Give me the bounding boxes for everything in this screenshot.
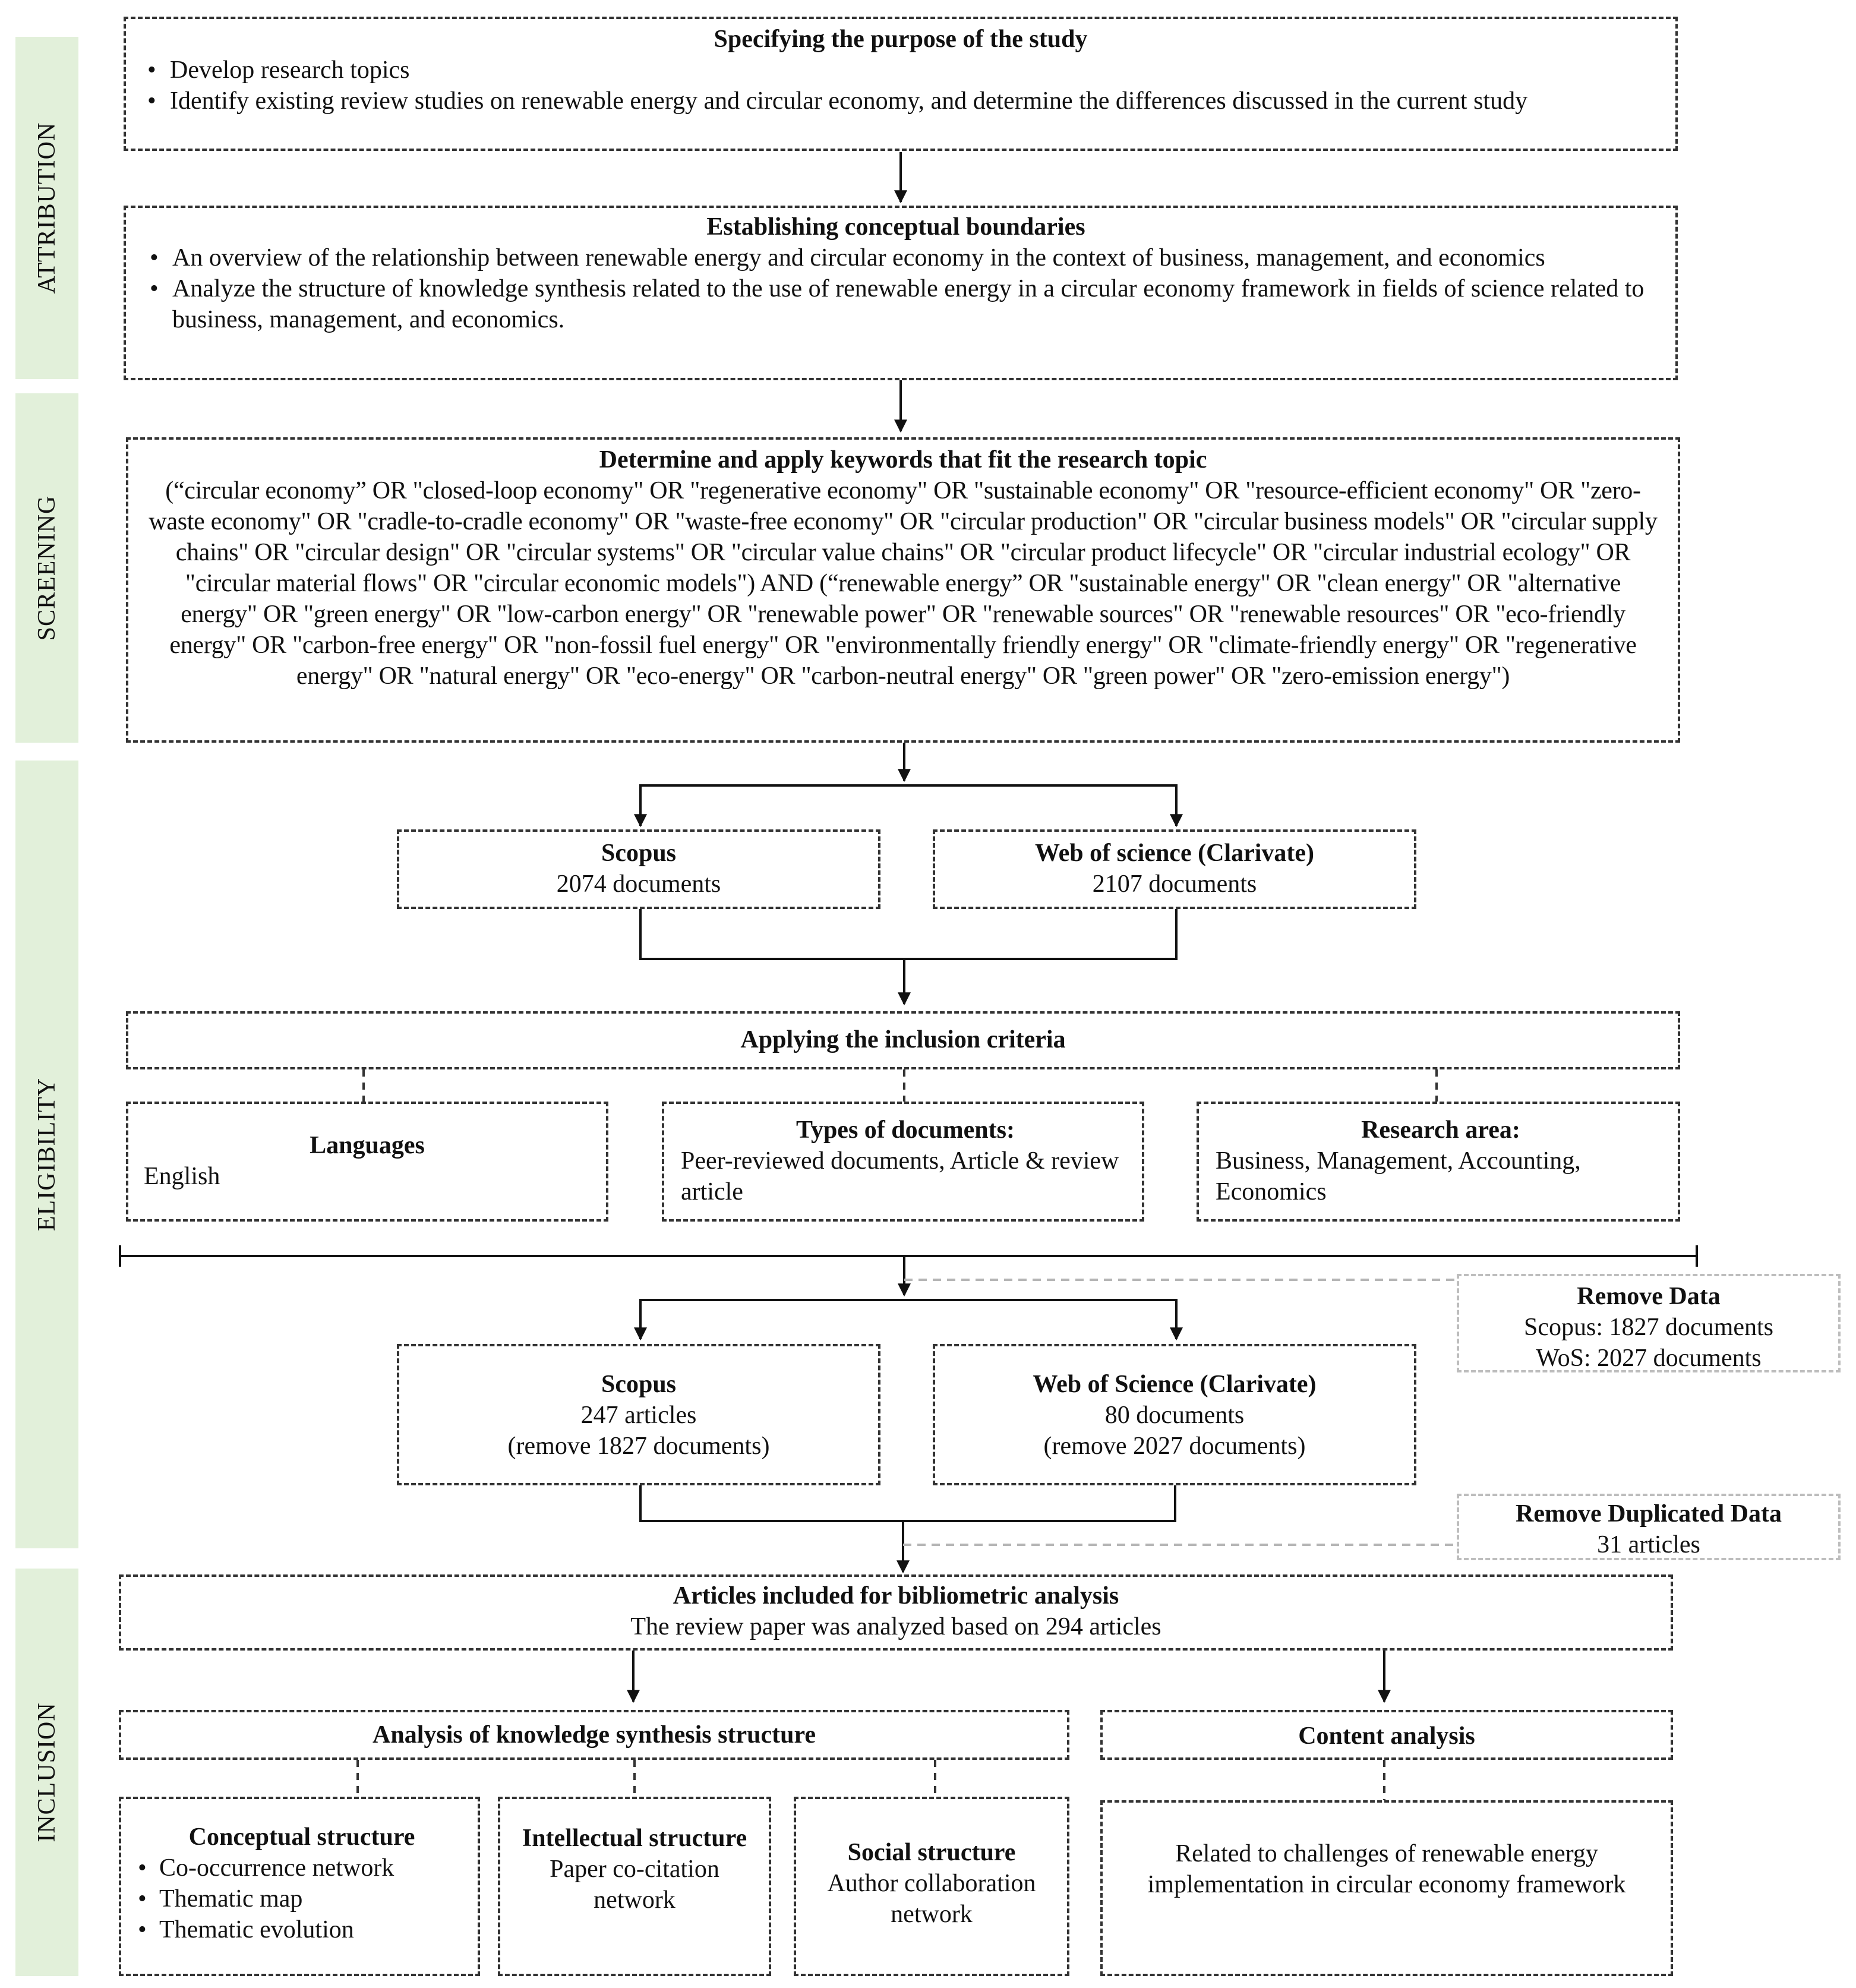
scopus-filtered-count: 247 articles <box>580 1402 697 1429</box>
inclusion-criteria-title: Applying the inclusion criteria <box>740 1026 1066 1053</box>
intellectual-structure-text: Paper co-citation network <box>550 1856 719 1914</box>
knowledge-structure-box: Analysis of knowledge synthesis structur… <box>119 1710 1069 1760</box>
scopus-filtered-box: Scopus 247 articles (remove 1827 documen… <box>397 1344 880 1485</box>
remove-duplicates-title: Remove Duplicated Data <box>1516 1500 1782 1528</box>
wos-source-box: Web of science (Clarivate) 2107 document… <box>933 829 1416 909</box>
phase-label-attribution: ATTRIBUTION <box>33 122 61 294</box>
research-area-title: Research area: <box>1361 1116 1520 1144</box>
phase-label-eligibility: ELIGIBILITY <box>33 1077 61 1232</box>
content-analysis-text: Related to challenges of renewable energ… <box>1147 1840 1626 1898</box>
phase-label-screening: SCREENING <box>33 495 61 641</box>
document-types-box: Types of documents: Peer-reviewed docume… <box>662 1102 1144 1222</box>
social-structure-box: Social structure Author collaboration ne… <box>794 1797 1069 1976</box>
intellectual-structure-box: Intellectual structure Paper co-citation… <box>498 1797 771 1976</box>
scopus-source-count: 2074 documents <box>556 870 721 898</box>
wos-filtered-box: Web of Science (Clarivate) 80 documents … <box>933 1344 1416 1485</box>
purpose-bullet-1: Develop research topics <box>138 55 1664 86</box>
included-articles-box: Articles included for bibliometric analy… <box>119 1574 1673 1651</box>
split-to-sources <box>639 784 1178 819</box>
content-analysis-box: Content analysis <box>1100 1710 1673 1760</box>
remove-data-box: Remove Data Scopus: 1827 documents WoS: … <box>1457 1274 1841 1372</box>
purpose-title: Specifying the purpose of the study <box>714 26 1088 53</box>
boundaries-title: Establishing conceptual boundaries <box>706 213 1085 241</box>
conceptual-structure-title: Conceptual structure <box>188 1823 415 1851</box>
intellectual-structure-title: Intellectual structure <box>522 1825 747 1852</box>
remove-duplicates-box: Remove Duplicated Data 31 articles <box>1457 1494 1841 1560</box>
purpose-box: Specifying the purpose of the study Deve… <box>124 17 1678 151</box>
included-articles-text: The review paper was analyzed based on 2… <box>630 1613 1161 1640</box>
research-area-value: Business, Management, Accounting, Econom… <box>1216 1147 1581 1206</box>
boundaries-box: Establishing conceptual boundaries An ov… <box>124 206 1678 380</box>
boundaries-bullet-2: Analyze the structure of knowledge synth… <box>140 273 1652 335</box>
boundaries-bullet-1: An overview of the relationship between … <box>140 242 1652 273</box>
wos-source-count: 2107 documents <box>1092 870 1257 898</box>
content-analysis-title: Content analysis <box>1298 1722 1475 1750</box>
purpose-bullet-2: Identify existing review studies on rene… <box>138 86 1664 116</box>
scopus-filtered-title: Scopus <box>601 1371 677 1398</box>
phase-label-inclusion: INCLUSION <box>33 1702 61 1842</box>
languages-box: Languages English <box>126 1102 608 1222</box>
scopus-source-title: Scopus <box>601 840 677 867</box>
phase-band-screening <box>15 393 78 743</box>
inclusion-criteria-box: Applying the inclusion criteria <box>126 1011 1680 1069</box>
content-analysis-detail-box: Related to challenges of renewable energ… <box>1100 1800 1673 1976</box>
phase-band-eligibility <box>15 761 78 1548</box>
social-structure-text: Author collaboration network <box>827 1870 1036 1928</box>
keywords-query: (“circular economy” OR "closed-loop econ… <box>149 477 1658 690</box>
document-types-title: Types of documents: <box>796 1116 1015 1144</box>
wos-filtered-title: Web of Science (Clarivate) <box>1033 1371 1317 1398</box>
social-structure-title: Social structure <box>847 1839 1016 1866</box>
wos-source-title: Web of science (Clarivate) <box>1034 840 1315 867</box>
conceptual-structure-box: Conceptual structure Co-occurrence netwo… <box>119 1797 480 1976</box>
remove-duplicates-count: 31 articles <box>1597 1531 1700 1558</box>
phase-band-attribution <box>15 37 78 379</box>
remove-data-title: Remove Data <box>1577 1283 1721 1310</box>
phase-band-inclusion <box>15 1569 78 1976</box>
knowledge-structure-title: Analysis of knowledge synthesis structur… <box>373 1721 816 1749</box>
wos-filtered-count: 80 documents <box>1104 1402 1245 1429</box>
languages-title: Languages <box>310 1132 425 1159</box>
merge-filtered <box>639 1485 1176 1522</box>
conceptual-item-thematic-evolution: Thematic evolution <box>138 1914 466 1945</box>
remove-data-scopus: Scopus: 1827 documents <box>1524 1314 1773 1341</box>
conceptual-item-thematic-map: Thematic map <box>138 1883 466 1914</box>
merge-sources <box>639 909 1178 960</box>
languages-value: English <box>144 1163 220 1190</box>
research-area-box: Research area: Business, Management, Acc… <box>1197 1102 1680 1222</box>
keywords-title: Determine and apply keywords that fit th… <box>599 446 1207 474</box>
wos-filtered-removed: (remove 2027 documents) <box>1043 1432 1306 1460</box>
keywords-box: Determine and apply keywords that fit th… <box>126 437 1680 743</box>
conceptual-item-co-occurrence: Co-occurrence network <box>138 1853 466 1883</box>
document-types-value: Peer-reviewed documents, Article & revie… <box>681 1147 1119 1206</box>
scopus-source-box: Scopus 2074 documents <box>397 829 880 909</box>
remove-data-wos: WoS: 2027 documents <box>1536 1345 1762 1372</box>
scopus-filtered-removed: (remove 1827 documents) <box>507 1432 770 1460</box>
included-articles-title: Articles included for bibliometric analy… <box>673 1582 1119 1610</box>
